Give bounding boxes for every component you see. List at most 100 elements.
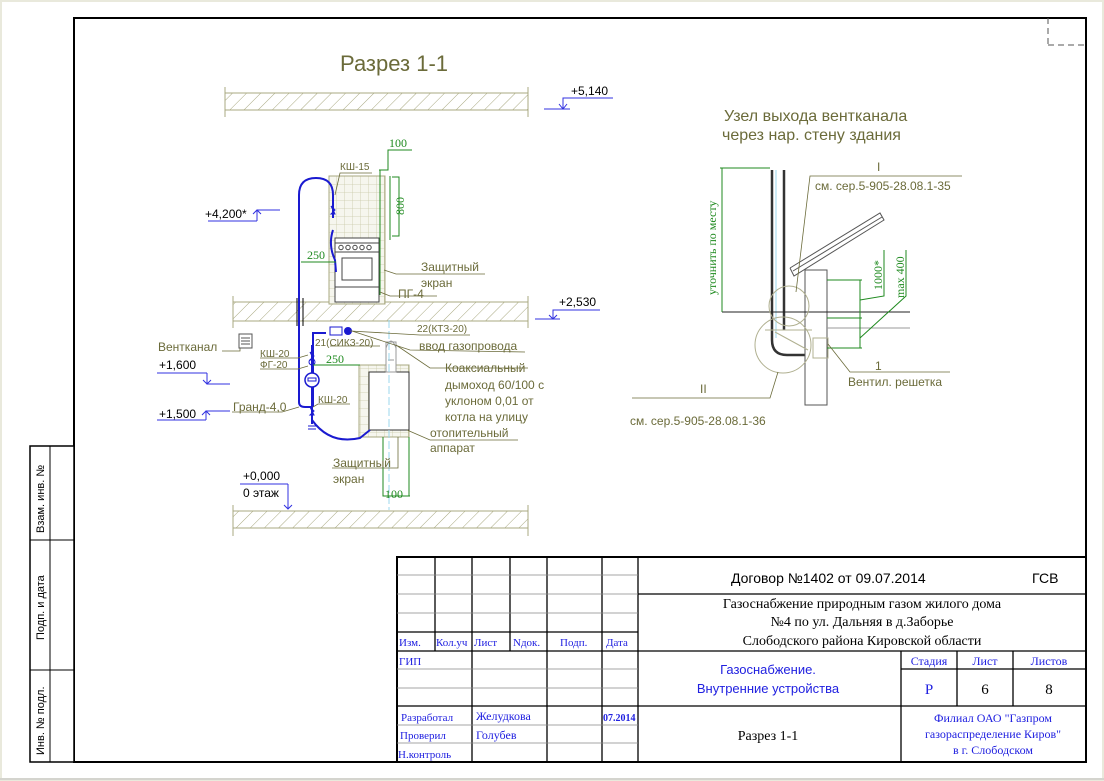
vent-grille-icon: [238, 333, 253, 349]
role-normcontrol: Н.контроль: [398, 749, 451, 761]
level-label: +1,600: [159, 358, 196, 372]
node-title-line1: Узел выхода вентканала: [724, 108, 907, 125]
callout-coax-l4: котла на улицу: [445, 410, 528, 424]
rev-header-date: Дата: [606, 637, 628, 649]
sheet-name: Разрез 1-1: [738, 729, 799, 744]
dim-1000: 1000*: [871, 260, 885, 290]
level-label: +4,200*: [205, 207, 247, 221]
callout-sikz: 21(СИКЗ-20): [315, 338, 373, 349]
project-line1: Газоснабжение природным газом жилого дом…: [723, 597, 1002, 612]
node-leaders: [632, 175, 962, 399]
level-mark-top: +5,140: [544, 84, 613, 110]
sheet-header: Лист: [972, 654, 998, 668]
grille-mark: 1: [875, 359, 882, 373]
stamp-cell-sign-date: Подп. и дата: [35, 574, 47, 640]
node2-ref: см. сер.5-905-28.08.1-36: [630, 414, 766, 428]
level-mark-4200: +4,200*: [205, 207, 280, 222]
callout-heater-l1: отопительный: [430, 426, 509, 440]
rev-header-kol: Кол.уч: [436, 637, 468, 649]
callout-coax-l2: дымоход 60/100 с: [445, 378, 544, 392]
dim-100-top: 100: [389, 136, 407, 150]
node-title-line2: через нар. стену здания: [722, 127, 901, 144]
callout-gas-input: ввод газопровода: [419, 339, 518, 353]
callout-screen-1-l2: экран: [421, 276, 452, 290]
sikz-icon: [329, 326, 343, 336]
section-title: Разрез 1-1: [340, 51, 448, 76]
dim-250-top: 250: [307, 248, 325, 262]
level-mark-0: +0,000 0 этаж: [240, 469, 293, 510]
callout-coax-l1: Коаксиальный: [445, 361, 525, 375]
coaxial-flue-icon: [385, 340, 397, 373]
role-checker: Проверил: [400, 730, 446, 742]
callout-screen-2-l1: Защитный: [333, 456, 391, 470]
org-line3: в г. Слободском: [953, 743, 1033, 757]
callout-screen-1-l1: Защитный: [421, 260, 479, 274]
stamp-cell-replace: Взам. инв. №: [35, 465, 47, 533]
rev-header-izm: Изм.: [399, 637, 421, 649]
valve-icons: [308, 205, 336, 430]
org-line1: Филиал ОАО "Газпром: [934, 711, 1052, 725]
floor-lines: [722, 311, 910, 329]
dim-max400: max 400: [893, 256, 907, 298]
callout-grand: Гранд-4,0: [233, 400, 287, 414]
callout-ksh20-a: КШ-20: [260, 349, 290, 360]
contract-label: Договор №1402 от 09.07.2014: [731, 570, 926, 586]
side-stamp: Взам. инв. № Подп. и дата Инв. № подл.: [29, 445, 75, 763]
rev-header-ndok: Nдок.: [513, 637, 540, 649]
callout-ksh20-b: КШ-20: [318, 395, 348, 406]
sheet-value: 6: [981, 682, 989, 698]
level-label: +1,500: [159, 407, 196, 421]
node1-mark: I: [877, 160, 880, 174]
level-label: +5,140: [571, 84, 608, 98]
developer-name: Желудкова: [476, 709, 532, 723]
callout-screen-2-l2: экран: [333, 472, 364, 486]
dim-clarify: уточнить по месту: [705, 201, 719, 295]
callout-heater-l2: аппарат: [430, 441, 475, 455]
node-circle-2: [754, 316, 812, 374]
corner-marker: [1047, 18, 1086, 46]
callout-kt3: 22(КТЗ-20): [417, 324, 467, 335]
stage-header: Стадия: [911, 654, 948, 668]
dimension-lines: [301, 149, 412, 497]
stamp-cell-inv-no: Инв. № подл.: [35, 686, 47, 755]
title-block: [396, 556, 1087, 763]
node-dimensions: [720, 167, 907, 349]
dim-250-bottom: 250: [326, 352, 344, 366]
node-circle-1: [768, 285, 810, 327]
role-gip: ГИП: [399, 656, 421, 668]
developer-date: 07.2014: [603, 713, 636, 724]
section-name-l1: Газоснабжение.: [720, 662, 816, 677]
gas-stove-icon: [334, 237, 380, 303]
sheets-header: Листов: [1031, 654, 1068, 668]
grille-label: Вентил. решетка: [848, 375, 942, 389]
callout-fg20: ФГ-20: [260, 360, 288, 371]
role-developer: Разработал: [401, 712, 454, 724]
project-line3: Слободского района Кировской области: [743, 634, 982, 649]
roof-slope: [789, 212, 885, 277]
floor-label: 0 этаж: [243, 486, 279, 500]
callout-coax-l3: уклоном 0,01 от: [445, 394, 534, 408]
callout-pg4: ПГ-4: [398, 287, 424, 301]
org-line2: газораспределение Киров": [925, 727, 1061, 741]
checker-name: Голубев: [476, 728, 517, 742]
project-code: ГСВ: [1032, 570, 1058, 586]
dim-800: 800: [393, 197, 407, 215]
slab-top: [224, 87, 529, 117]
section-name-l2: Внутренние устройства: [697, 681, 840, 696]
thermal-valve-icon: [344, 327, 352, 335]
level-mark-2530: +2,530: [535, 295, 600, 320]
level-label: +2,530: [559, 295, 596, 309]
dim-100-bottom: 100: [385, 487, 403, 501]
sheets-value: 8: [1045, 682, 1053, 698]
project-line2: №4 по ул. Дальняя в д.Заборье: [770, 615, 953, 630]
level-label: +0,000: [243, 469, 280, 483]
gas-meter-window: [307, 377, 317, 382]
slab-bottom: [232, 505, 529, 536]
node2-mark: II: [700, 382, 707, 396]
callout-ksh15: КШ-15: [340, 162, 370, 173]
stage-value: Р: [925, 682, 933, 698]
gas-meter-icon: [304, 372, 320, 388]
rev-header-podp: Подп.: [560, 637, 588, 649]
node1-ref: см. сер.5-905-28.08.1-35: [815, 179, 951, 193]
